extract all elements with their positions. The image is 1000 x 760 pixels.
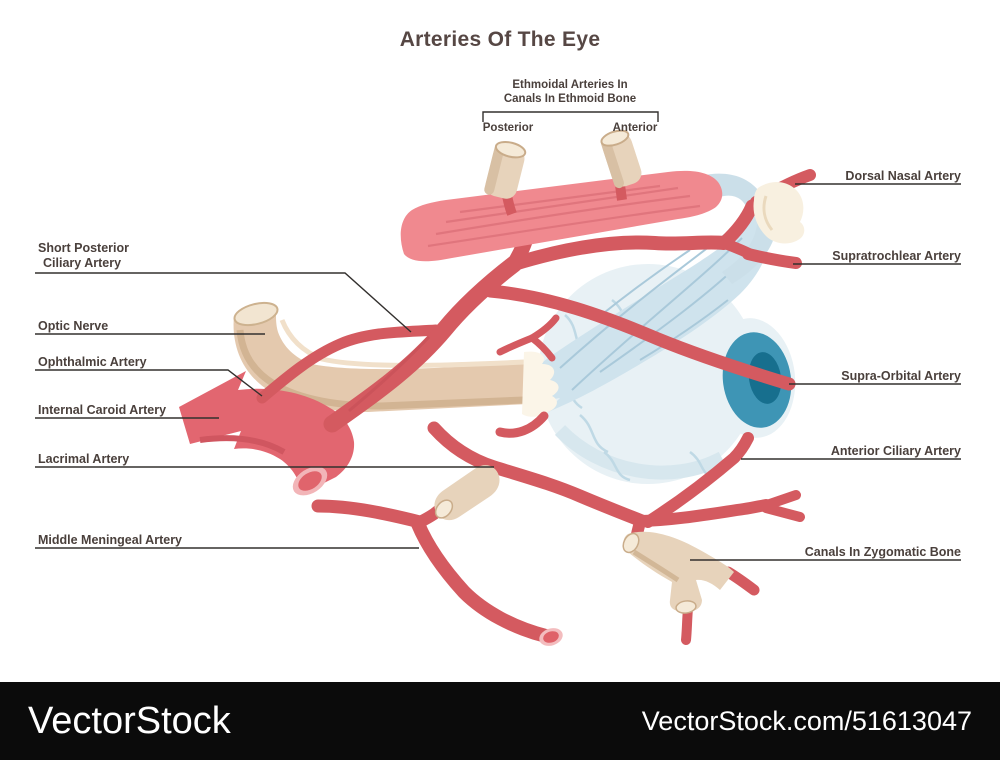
watermark-bar: VectorStock VectorStock.com/51613047	[0, 682, 1000, 760]
lacrimal-vessel	[427, 421, 649, 528]
page-title: Arteries Of The Eye	[399, 28, 601, 51]
lower-vessel-network	[311, 421, 805, 643]
internal-carotid	[179, 371, 355, 496]
leader-ethmoidal-bracket	[482, 111, 659, 122]
muscle-striations	[427, 184, 701, 248]
label-ophthalmic-artery: Ophthalmic Artery	[38, 355, 147, 369]
carotid-opening	[298, 471, 322, 491]
watermark-url: VectorStock.com/51613047	[641, 706, 972, 736]
ethmoidal-canals	[484, 129, 642, 216]
middle-meningeal-opening	[543, 631, 559, 643]
label-internal-caroid-artery: Internal Caroid Artery	[38, 403, 167, 417]
tendon-fan-shape	[528, 212, 771, 414]
label-anterior: Anterior	[612, 122, 658, 134]
supratrochlear-vessel	[742, 248, 802, 269]
label-supra-orbital-artery: Supra-Orbital Artery	[841, 369, 961, 383]
trochlea-shade	[762, 195, 774, 231]
label-optic-nerve: Optic Nerve	[38, 319, 109, 333]
label-posterior: Posterior	[482, 122, 534, 134]
ophthalmic-artery-vessel	[256, 324, 442, 404]
leader-lines	[35, 111, 961, 561]
label-ethmoidal-arteries: Ethmoidal Arteries In Canals In Ethmoid …	[503, 79, 637, 105]
carotid-shape	[179, 371, 355, 494]
label-anterior-ciliary-artery: Anterior Ciliary Artery	[830, 444, 961, 458]
label-dorsal-nasal-artery: Dorsal Nasal Artery	[845, 169, 961, 183]
carotid-shade	[199, 435, 286, 455]
short-ciliary-vessels	[495, 314, 560, 438]
anterior-ethmoid-canal	[600, 129, 642, 189]
supra-orbital-vessel	[483, 284, 796, 391]
watermark-brand: VectorStock	[28, 700, 231, 742]
superior-rectus-muscle	[400, 170, 723, 262]
optic-nerve-opening	[233, 301, 279, 327]
zygomatic-canal-group	[622, 531, 760, 645]
sclera-junction	[522, 351, 559, 417]
label-canals-in-zygomatic-bone: Canals In Zygomatic Bone	[804, 545, 961, 559]
label-middle-meningeal-artery: Middle Meningeal Artery	[38, 533, 183, 547]
leader-short-posterior	[35, 272, 412, 333]
label-supratrochlear-artery: Supratrochlear Artery	[832, 249, 961, 263]
orbital-canal	[434, 465, 500, 521]
label-short-posterior-ciliary-artery: Short Posterior Ciliary Artery	[38, 241, 129, 270]
optic-nerve-shape	[233, 314, 530, 412]
label-lacrimal-artery: Lacrimal Artery	[38, 452, 130, 466]
middle-meningeal-vessel	[411, 517, 553, 643]
anterior-ciliary-vessel	[642, 432, 754, 528]
posterior-ethmoid-canal	[484, 140, 527, 199]
leader-ophthalmic	[35, 369, 263, 397]
optic-nerve-highlight	[279, 319, 525, 368]
zygomatic-canal-shape	[623, 531, 734, 611]
eye-arteries-illustration	[35, 111, 961, 646]
